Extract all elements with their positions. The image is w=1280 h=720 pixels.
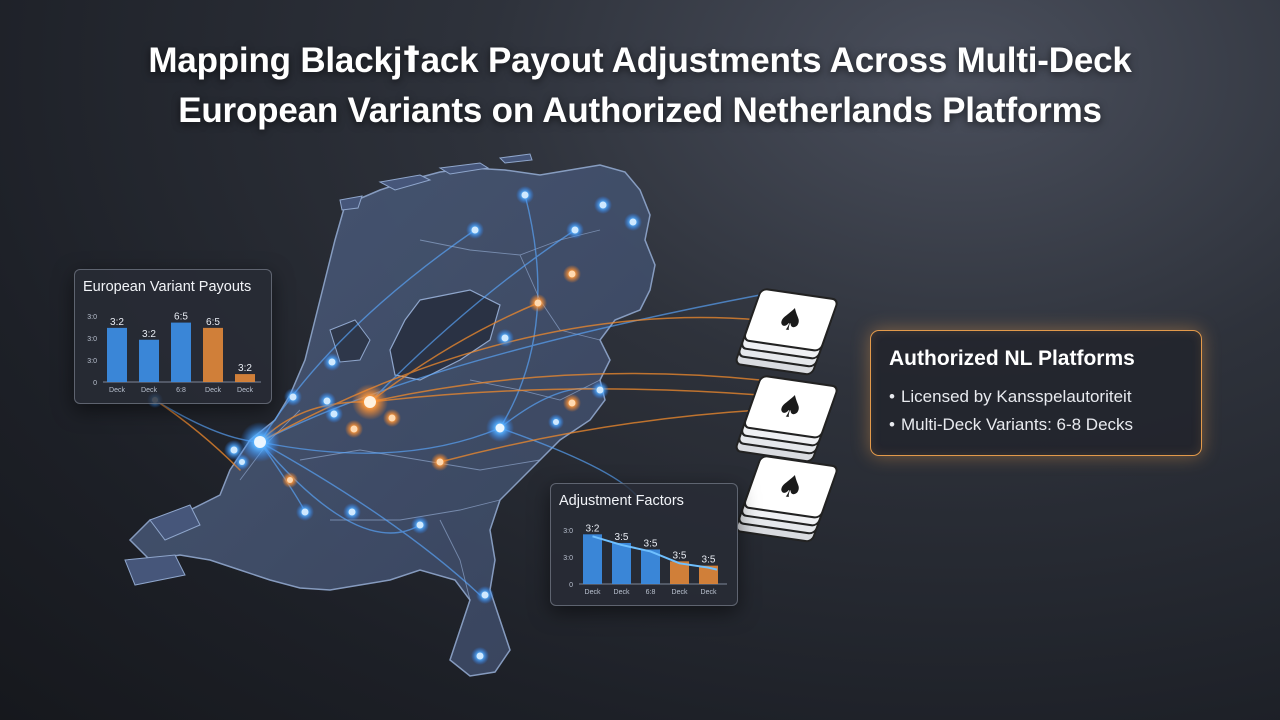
x-tick-label: 6:8 bbox=[646, 589, 656, 596]
node-orange bbox=[563, 265, 581, 283]
chart-bar bbox=[203, 327, 223, 382]
platforms-item-text: Licensed by Kansspelautoriteit bbox=[900, 387, 1132, 406]
node-blue bbox=[591, 381, 609, 399]
y-tick-label: 3:0 bbox=[87, 314, 97, 321]
chart-bar bbox=[171, 322, 191, 382]
bar-value-label: 3:5 bbox=[615, 532, 629, 543]
platforms-title: Authorized NL Platforms bbox=[889, 347, 1135, 370]
bar-value-label: 3:2 bbox=[586, 523, 600, 534]
bar-value-label: 3:5 bbox=[673, 550, 687, 561]
bar-value-label: 3:2 bbox=[142, 329, 156, 340]
title-line-1: Mapping Blackjꝉack Payout Adjustments Ac… bbox=[148, 41, 1132, 80]
node-orange bbox=[431, 453, 449, 471]
chart-bar bbox=[235, 374, 255, 382]
y-tick-label: 3:0 bbox=[563, 555, 573, 562]
trend-line bbox=[592, 535, 718, 571]
node-orange bbox=[345, 420, 363, 438]
chart-bar bbox=[583, 534, 602, 584]
x-tick-label: Deck bbox=[109, 387, 125, 394]
chart-bar bbox=[612, 542, 631, 584]
node-blue bbox=[240, 422, 280, 462]
node-blue bbox=[486, 414, 514, 442]
title-line-2: European Variants on Authorized Netherla… bbox=[178, 91, 1102, 130]
y-tick-label: 3:0 bbox=[87, 358, 97, 365]
node-blue bbox=[548, 414, 564, 430]
x-tick-label: 6:8 bbox=[176, 387, 186, 394]
x-tick-label: Deck bbox=[585, 589, 601, 596]
x-tick-label: Deck bbox=[672, 589, 688, 596]
y-tick-label: 0 bbox=[93, 380, 97, 387]
chart-bar bbox=[107, 327, 127, 382]
platforms-panel: Authorized NL Platforms • Licensed by Kan… bbox=[870, 330, 1202, 456]
node-blue bbox=[516, 186, 534, 204]
node-blue bbox=[284, 388, 302, 406]
card-stack-bottom: ♠ bbox=[735, 455, 838, 543]
x-tick-label: Deck bbox=[205, 387, 221, 394]
platforms-item: • Multi-Deck Variants: 6-8 Decks bbox=[889, 415, 1133, 435]
node-blue bbox=[466, 221, 484, 239]
node-orange bbox=[352, 384, 388, 420]
node-blue bbox=[325, 405, 343, 423]
node-blue bbox=[624, 213, 642, 231]
node-blue bbox=[343, 503, 361, 521]
bullet-icon: • bbox=[889, 387, 895, 406]
x-tick-label: Deck bbox=[701, 589, 717, 596]
bar-value-label: 6:5 bbox=[174, 312, 188, 323]
node-orange bbox=[529, 294, 547, 312]
y-tick-label: 0 bbox=[569, 582, 573, 589]
node-blue bbox=[471, 647, 489, 665]
node-blue bbox=[323, 353, 341, 371]
node-blue bbox=[476, 586, 494, 604]
bar-value-label: 3:5 bbox=[702, 555, 716, 566]
bar-value-label: 6:5 bbox=[206, 317, 220, 328]
platforms-item-text: Multi-Deck Variants: 6-8 Decks bbox=[900, 415, 1134, 434]
chart-bar bbox=[641, 549, 660, 584]
x-tick-label: Deck bbox=[141, 387, 157, 394]
bar-value-label: 3:2 bbox=[238, 363, 252, 374]
node-blue bbox=[594, 196, 612, 214]
y-tick-label: 3:0 bbox=[87, 336, 97, 343]
chart-bar bbox=[670, 561, 689, 584]
bar-value-label: 3:5 bbox=[644, 538, 658, 549]
y-tick-label: 3:0 bbox=[563, 528, 573, 535]
card-stack-top: ♠ bbox=[735, 288, 838, 376]
chart-bar bbox=[699, 565, 718, 584]
bar-value-label: 3:2 bbox=[110, 317, 124, 328]
node-orange bbox=[282, 472, 298, 488]
node-blue bbox=[234, 454, 250, 470]
node-blue bbox=[296, 503, 314, 521]
platforms-item: • Licensed by Kansspelautoriteit bbox=[889, 387, 1132, 407]
page-title: Mapping Blackjꝉack Payout Adjustments Ac… bbox=[0, 36, 1280, 136]
node-blue bbox=[411, 516, 429, 534]
x-tick-label: Deck bbox=[614, 589, 630, 596]
node-orange bbox=[383, 409, 401, 427]
payouts-panel-title: European Variant Payouts bbox=[83, 279, 252, 295]
card-stack-middle: ♠ bbox=[735, 375, 838, 463]
factors-panel-title: Adjustment Factors bbox=[559, 493, 684, 509]
node-blue bbox=[566, 221, 584, 239]
node-blue bbox=[496, 329, 514, 347]
x-tick-label: Deck bbox=[237, 387, 253, 394]
bullet-icon: • bbox=[889, 415, 895, 434]
chart-bar bbox=[139, 339, 159, 382]
node-orange bbox=[563, 394, 581, 412]
